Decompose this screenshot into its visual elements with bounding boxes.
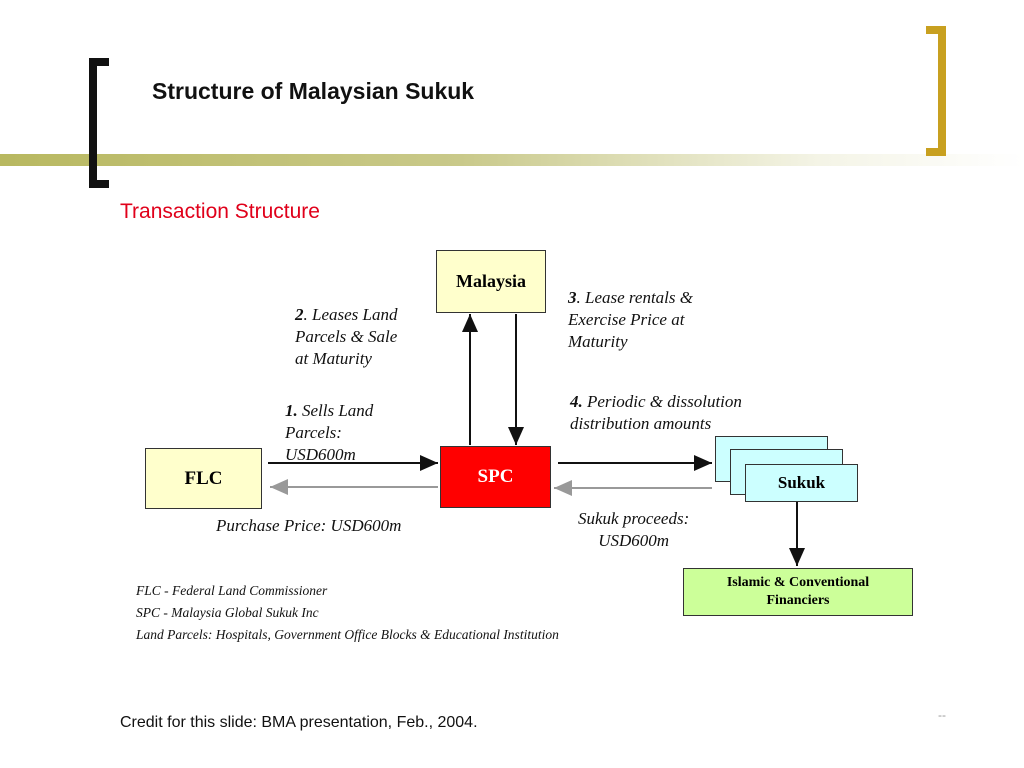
right-bracket	[926, 26, 946, 156]
step2-text: . Leases Land	[303, 305, 398, 324]
node-flc: FLC	[145, 448, 262, 509]
node-financiers-label: Islamic & Conventional Financiers	[726, 575, 870, 608]
step2-number: 2	[295, 305, 304, 324]
step2-line3: at Maturity	[295, 349, 372, 368]
node-sukuk: Sukuk	[745, 464, 858, 502]
step4-text: Periodic & dissolution	[587, 392, 742, 411]
legend-item: SPC - Malaysia Global Sukuk Inc	[136, 605, 319, 620]
step1-line2: Parcels:	[285, 423, 342, 442]
legend: FLC - Federal Land Commissioner SPC - Ma…	[136, 580, 559, 646]
legend-item: Land Parcels: Hospitals, Government Offi…	[136, 627, 559, 642]
label-step1: 1. Sells Land Parcels: USD600m	[285, 400, 373, 466]
node-malaysia: Malaysia	[436, 250, 546, 313]
sukuk-proceeds-line1: Sukuk proceeds:	[578, 509, 690, 528]
label-step4: 4. Periodic & dissolution distribution a…	[570, 391, 742, 435]
step1-text: Sells Land	[302, 401, 374, 420]
step2-line2: Parcels & Sale	[295, 327, 398, 346]
slide-credit: Credit for this slide: BMA presentation,…	[120, 714, 478, 731]
label-sukuk-proceeds: Sukuk proceeds: USD600m	[578, 508, 689, 552]
label-step3: 3. Lease rentals & Exercise Price at Mat…	[568, 287, 693, 353]
node-sukuk-label: Sukuk	[777, 473, 826, 492]
step1-line3: USD600m	[285, 445, 356, 464]
label-purchase-price: Purchase Price: USD600m	[216, 516, 402, 535]
step4-line2: distribution amounts	[570, 414, 712, 433]
step3-text: . Lease rentals &	[576, 288, 693, 307]
page-number: --	[938, 708, 946, 722]
node-spc: SPC	[440, 446, 551, 508]
node-spc-label: SPC	[477, 466, 514, 487]
sukuk-proceeds-line2: USD600m	[598, 531, 670, 550]
step1-number: 1.	[285, 401, 298, 420]
node-flc-label: FLC	[184, 467, 223, 489]
header-band	[0, 154, 1024, 166]
step3-number: 3	[568, 288, 577, 307]
left-bracket	[89, 58, 109, 188]
step3-line2: Exercise Price at	[568, 310, 685, 329]
step3-line3: Maturity	[568, 332, 628, 351]
step4-number: 4.	[570, 392, 583, 411]
node-malaysia-label: Malaysia	[456, 271, 526, 291]
node-financiers: Islamic & Conventional Financiers	[683, 568, 913, 616]
slide-title: Structure of Malaysian Sukuk	[152, 78, 475, 104]
diagram-subtitle: Transaction Structure	[120, 200, 320, 223]
legend-item: FLC - Federal Land Commissioner	[136, 583, 328, 598]
label-step2: 2. Leases Land Parcels & Sale at Maturit…	[295, 304, 397, 370]
